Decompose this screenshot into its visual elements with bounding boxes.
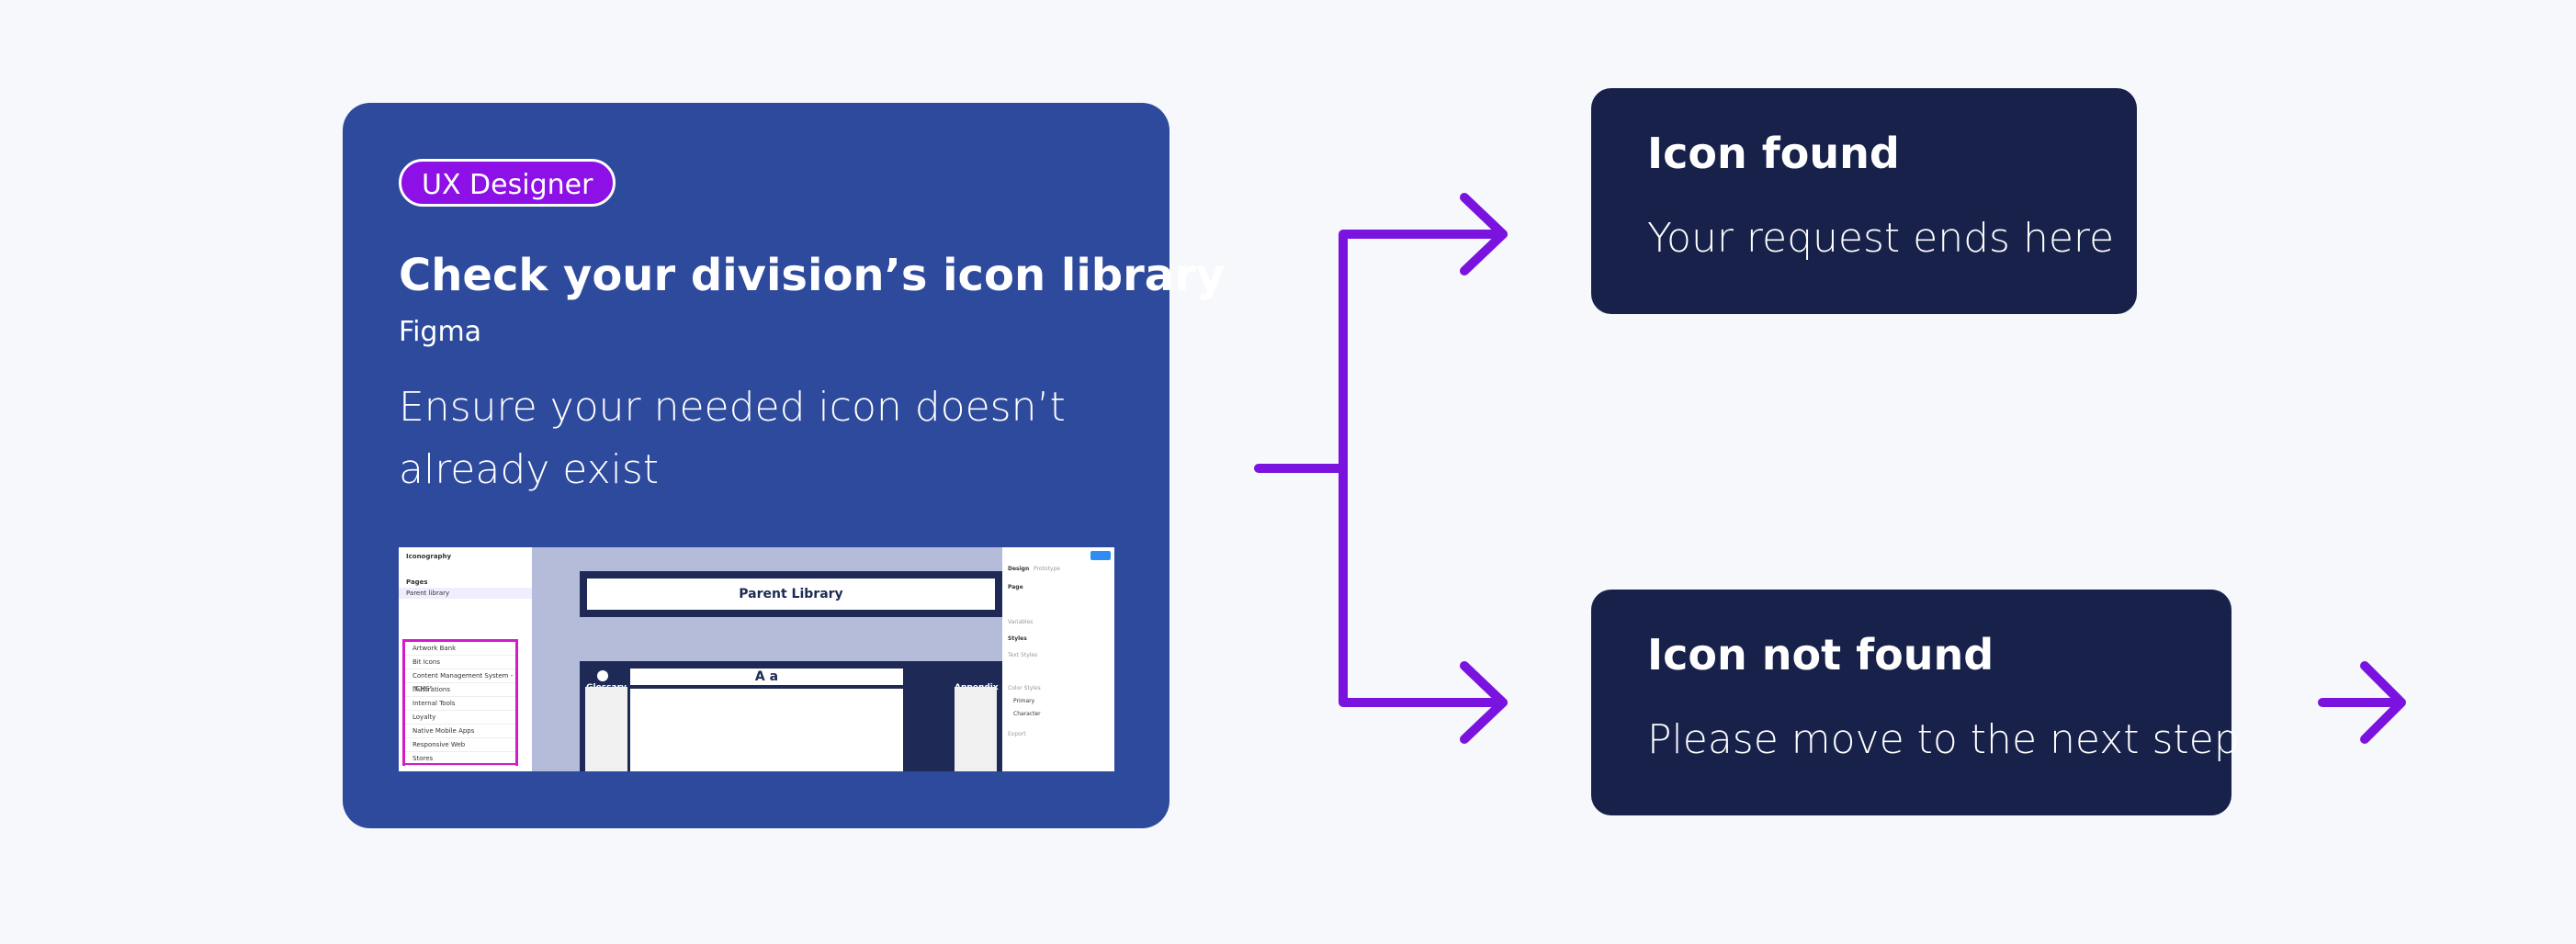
panel-styles-label: Styles [1008,635,1027,642]
step-title: Check your division’s icon library [399,250,1226,301]
appendix-column [955,687,997,771]
panel-text-styles-label: Text Styles [1008,652,1038,658]
division-item: Native Mobile Apps [405,725,515,738]
parent-library-frame: Parent Library [580,571,1002,617]
panel-color-styles-label: Color Styles [1008,685,1041,691]
step-description: Ensure your needed icon doesn’t already … [399,384,1066,493]
glossary-column [585,687,627,771]
outcome-subtitle: Please move to the next step [1647,716,2240,763]
division-item: Stores [405,752,515,766]
share-button-shape [1090,551,1111,560]
role-badge: UX Designer [399,159,616,207]
icon-grid-body [630,689,903,771]
division-item: Internal Tools [405,697,515,711]
process-step-card: UX Designer Check your division’s icon l… [343,103,1225,828]
outcome-icon-not-found: Icon not found Please move to the next s… [1591,590,2240,815]
icon-grid-frame: A a Glossary Appendix [580,661,1002,771]
figma-pages-label: Pages [406,579,428,586]
panel-tab-prototype: Prototype [1034,566,1060,572]
outcome-title: Icon not found [1647,630,1994,680]
arrowhead-not-found-icon [1460,661,1508,744]
panel-page-label: Page [1008,584,1023,590]
division-item: Illustrations [405,683,515,697]
division-item: Loyalty [405,711,515,725]
panel-variables-label: Variables [1008,619,1034,625]
panel-character-label: Character [1013,711,1041,717]
figma-file-name: Iconography [406,553,452,560]
outcome-subtitle: Your request ends here [1647,215,2115,262]
figma-screenshot: Iconography Pages Parent library Artwork… [399,547,1114,771]
panel-primary-label: Primary [1013,698,1035,704]
figma-properties-panel: Design Prototype Page Variables Styles T… [1002,547,1114,771]
grid-marker-icon [597,670,608,681]
branch-connector [1254,230,1508,707]
outcome-icon-found: Icon found Your request ends here [1591,88,2137,314]
division-item: Artwork Bank [405,642,515,656]
parent-library-label: Parent Library [587,579,995,610]
figma-page-item: Parent library [399,588,532,599]
grid-heading: A a [630,669,903,685]
highlighted-division-list: Artwork Bank Bit Icons Content Managemen… [402,639,518,766]
division-item: Content Management System - "CMS" [405,669,515,692]
step-tool: Figma [399,316,482,348]
panel-export-label: Export [1008,731,1026,737]
division-item: Bit Icons [405,656,515,669]
panel-tab-design: Design [1008,566,1030,572]
outcome-title: Icon found [1647,129,1900,178]
arrowhead-found-icon [1460,193,1508,275]
division-item: Responsive Web [405,738,515,752]
figma-layers-panel: Iconography Pages Parent library Artwork… [399,547,532,771]
next-step-arrow-icon [2318,661,2406,744]
